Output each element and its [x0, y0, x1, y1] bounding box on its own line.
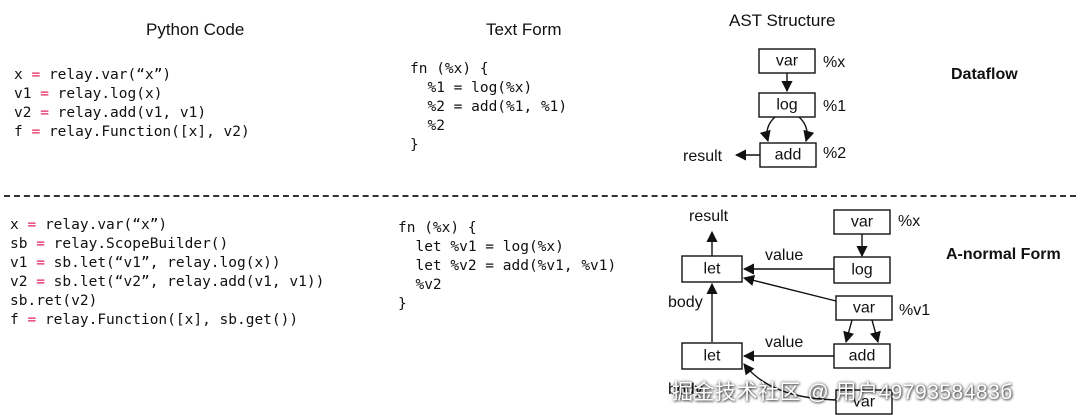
anf-text-form-line: } [398, 296, 407, 312]
ast-structure-header: AST Structure [729, 11, 836, 30]
anf-python-line: v1 = sb.let(“v1”, relay.log(x)) [10, 255, 281, 271]
anf-ast: let let var log var add var result value [668, 208, 930, 415]
ast-result-label: result [683, 148, 723, 165]
anf-text-form: fn (%x) { let %v1 = log(%x) let %v2 = ad… [398, 219, 616, 314]
anf-value-label-1: value [765, 247, 803, 264]
edge-varv1-to-add-left [843, 319, 855, 344]
anf-python-line: f = relay.Function([x], sb.get()) [10, 312, 299, 328]
ast-name-1: %1 [823, 98, 846, 115]
dataflow-python-line: f = relay.Function([x], v2) [14, 124, 250, 140]
dataflow-text-form: fn (%x) { %1 = log(%x) %2 = add(%1, %1) … [410, 60, 567, 155]
python-code-header: Python Code [146, 20, 245, 39]
svg-text:let: let [704, 348, 721, 365]
dataflow-ast: var log add %x %1 %2 result [683, 48, 846, 168]
anf-node-add: add [833, 343, 891, 369]
anf-node-var-v2: var [835, 389, 893, 415]
ast-node-add: add [759, 142, 817, 168]
a-normal-form-label: A-normal Form [946, 246, 1061, 263]
anf-node-let1: let [681, 255, 743, 283]
anf-name-v1: %v1 [899, 302, 930, 319]
anf-python-line: v2 = sb.let(“v2”, relay.add(v1, v1)) [10, 274, 325, 290]
ast-name-2: %2 [823, 145, 846, 162]
anf-result-label: result [689, 208, 729, 225]
edge-log-to-add-left [759, 116, 776, 143]
anf-python-code: x = relay.var(“x”) sb = relay.ScopeBuilde… [10, 216, 324, 330]
svg-text:log: log [851, 262, 872, 279]
svg-text:let: let [704, 261, 721, 278]
dataflow-python-line: v2 = relay.add(v1, v1) [14, 105, 207, 121]
svg-text:var: var [776, 53, 799, 70]
dataflow-text-form-line: fn (%x) { [410, 61, 489, 77]
dataflow-python-line: v1 = relay.log(x) [14, 86, 163, 102]
anf-node-let2: let [681, 342, 743, 370]
anf-text-form-line: %v2 [398, 277, 442, 293]
anf-body-label-1: body [668, 294, 703, 311]
text-form-header: Text Form [486, 20, 562, 39]
dataflow-text-form-line: %2 [410, 118, 445, 134]
edge-varv1-to-let1 [742, 275, 837, 302]
edge-log-to-add-right [798, 116, 815, 143]
anf-text-form-line: let %v2 = add(%v1, %v1) [398, 258, 617, 274]
svg-text:var: var [853, 300, 876, 317]
dataflow-text-form-line: %1 = log(%x) [410, 80, 533, 96]
anf-node-var-v1: var [835, 295, 893, 321]
anf-python-line: sb = relay.ScopeBuilder() [10, 236, 229, 252]
anf-python-line: sb.ret(v2) [10, 293, 98, 309]
dataflow-text-form-line: %2 = add(%1, %1) [410, 99, 568, 115]
svg-text:add: add [775, 147, 802, 164]
svg-text:log: log [776, 97, 797, 114]
dataflow-python-line: x = relay.var(“x”) [14, 67, 172, 83]
anf-body-label-2: body [668, 381, 703, 398]
anf-python-line: x = relay.var(“x”) [10, 217, 168, 233]
svg-text:var: var [851, 214, 874, 231]
svg-text:var: var [853, 394, 876, 411]
ast-node-var: var [758, 48, 816, 74]
edge-varv1-to-add-right [869, 319, 881, 344]
dataflow-python-code: x = relay.var(“x”) v1 = relay.log(x) v2 = … [14, 66, 250, 142]
section-divider [4, 195, 1076, 197]
anf-text-form-line: let %v1 = log(%x) [398, 239, 564, 255]
dataflow-text-form-line: } [410, 137, 419, 153]
anf-text-form-line: fn (%x) { [398, 220, 477, 236]
ast-node-log: log [758, 92, 816, 118]
watermark-text: 掘金技术社区 @ 用户4979358483б [672, 381, 1013, 404]
anf-node-var-x: var [833, 209, 891, 235]
dataflow-label: Dataflow [951, 66, 1018, 83]
svg-text:add: add [849, 348, 876, 365]
ast-name-x: %x [823, 54, 845, 71]
anf-value-label-2: value [765, 334, 803, 351]
anf-node-log: log [833, 256, 891, 284]
edge-varv2-to-let2 [743, 363, 837, 401]
anf-name-x: %x [898, 213, 920, 230]
